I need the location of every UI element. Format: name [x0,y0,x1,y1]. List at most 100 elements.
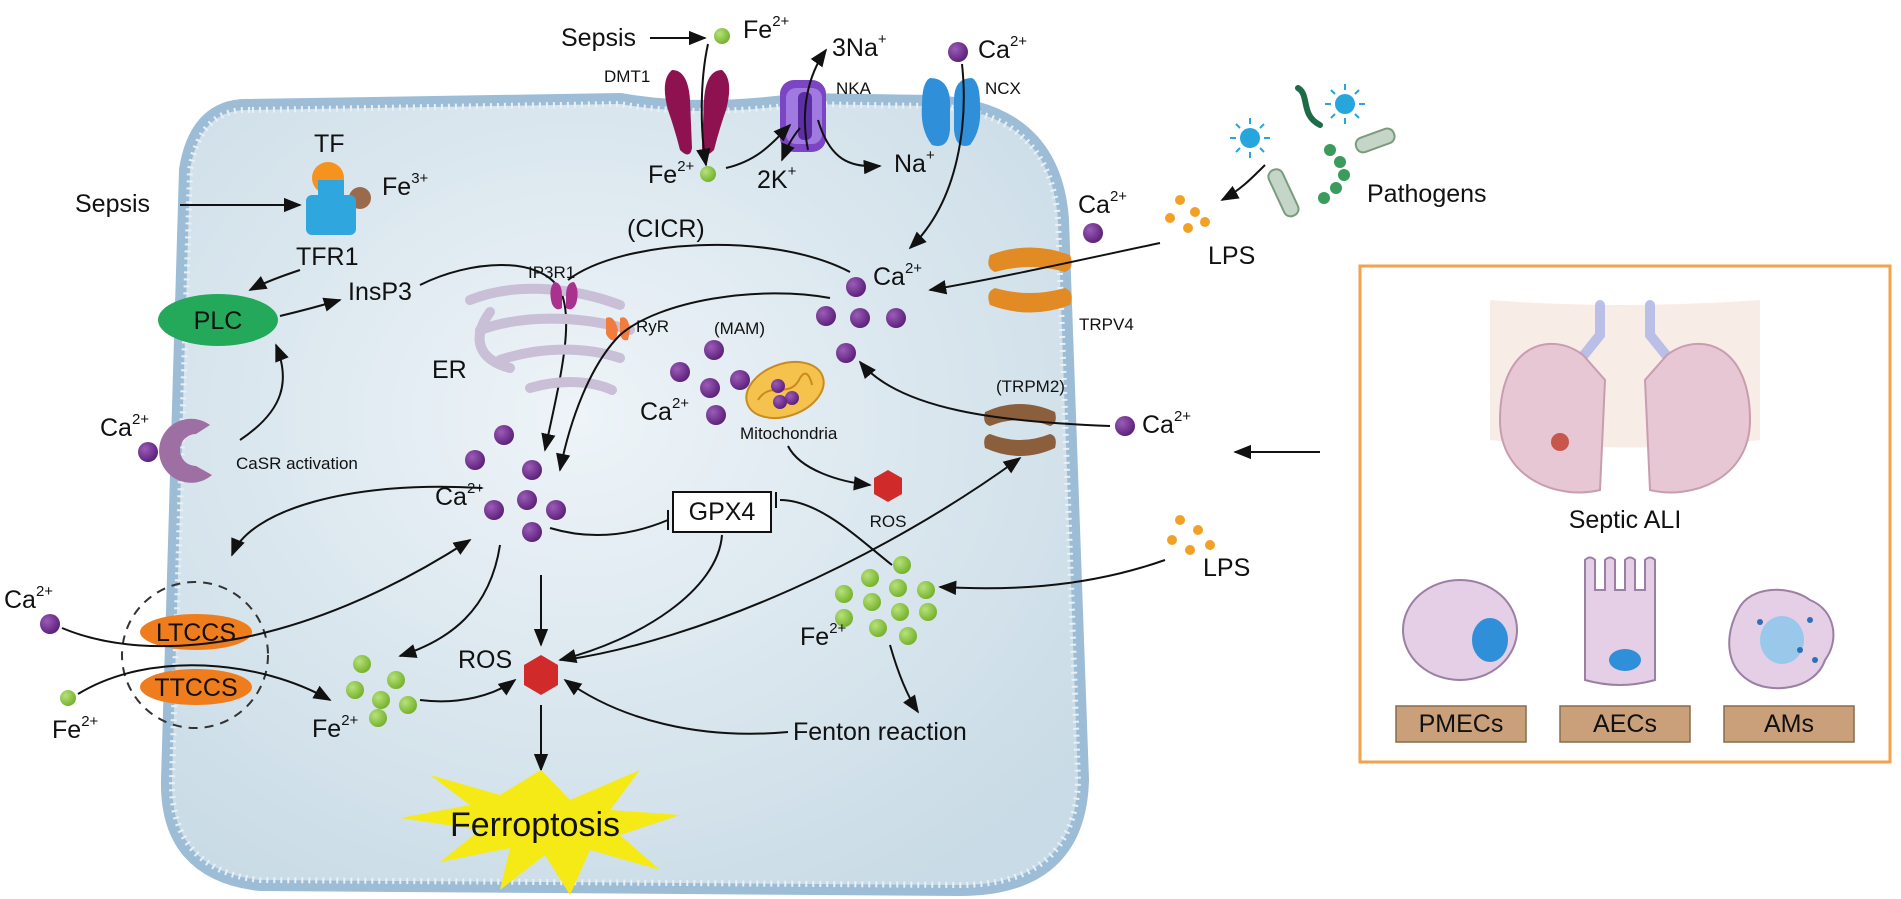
dmt1-label: DMT1 [604,67,650,86]
fe-pool-to-ros-arrow [419,678,517,703]
ferroptosis-label: Ferroptosis [450,806,620,844]
trpm2-channel [984,404,1056,456]
ros-center-icon [524,655,558,695]
fe-to-fenton-arrow [889,644,919,714]
ca-mam-label: Ca2+ [640,395,689,426]
gpx4-box [672,491,772,533]
cicr-arrow [567,243,851,281]
nka-pump [780,80,826,152]
insp3-label: InsP3 [348,278,412,306]
pathogens-to-lps-arrow [1220,164,1266,201]
septic-ali-title: Septic ALI [1569,506,1682,534]
ncx-label: NCX [985,79,1021,98]
tfr1-to-plc-arrow [248,269,301,291]
fenton-label: Fenton reaction [793,718,967,746]
iron-pool-left [346,655,417,727]
fe-left-label: Fe2+ [52,713,99,744]
ros-mito-label: ROS [870,512,907,531]
tfr1-label: TFR1 [296,243,359,271]
calcium-ion-dot [1115,416,1135,436]
fenton-to-ros-arrow [563,678,789,735]
ca-left-label: Ca2+ [4,583,53,614]
fe-inhibits-gpx4 [779,499,893,566]
ca-cytosol-label: Ca2+ [873,260,922,291]
pmecs-label: PMECs [1419,710,1504,738]
trpv4-label: TRPV4 [1079,315,1134,334]
cicr-label: (CICR) [627,215,705,243]
na-label: Na+ [894,147,935,178]
nka-na-in-arrow [817,119,882,175]
calcium-ion-dot [138,442,158,462]
pmecs-label-box [1395,705,1527,743]
three-na-label: 3Na+ [832,31,887,62]
ip3r1-label: IP3R1 [528,263,575,282]
ncx-exchanger [921,78,981,146]
ltccs-label: LTCCS [156,619,236,647]
ros-mito-icon [874,470,902,502]
gpx4-label: GPX4 [689,498,756,526]
endoplasmic-reticulum [465,283,635,395]
tf-label: TF [314,130,345,158]
ca-inhibits-gpx4 [549,519,669,536]
mam-label: (MAM) [714,319,765,338]
trpm2-label: (TRPM2) [996,377,1065,396]
fe3-label: Fe3+ [382,170,429,201]
iron-ion-dot [60,690,76,706]
casr-receptor [159,418,212,483]
ca-to-ltccs-arrow [231,485,483,557]
mito-to-ros-arrow [787,445,872,491]
ryr-channel [606,317,630,341]
trpm2-ca-arrow [858,360,1111,427]
cytosol-calcium-cluster [816,277,906,363]
lps-lower-label: LPS [1203,554,1250,582]
lps-upper [1165,195,1210,233]
er-label: ER [432,356,467,384]
trpv4-ca-arrow [928,242,1161,295]
ip3r1-channel [550,282,578,310]
mitochondria [745,360,825,420]
iron-pool-right [835,556,937,645]
nka-label: NKA [836,79,872,98]
ca-casr-label: Ca2+ [100,411,149,442]
ca-to-fe-pool-arrow [398,544,501,658]
ams-label: AMs [1764,710,1814,738]
ca-trpv4-label: Ca2+ [1078,188,1127,219]
aecs-label-box [1559,705,1691,743]
cell-body [160,93,1089,896]
dmt1-transporter [664,70,730,155]
calcium-ion-dot [40,614,60,634]
ltccs-ca-arrow [61,539,472,648]
ttccs-fe-arrow [77,664,332,701]
calcium-ion-dot [948,42,968,62]
calcium-ion-dot [1083,223,1103,243]
ams-label-box [1723,705,1855,743]
aec-cell [1584,556,1656,686]
plc-to-insp3-arrow [279,297,342,317]
casr-label: CaSR activation [236,454,358,473]
channel-region [121,581,269,729]
ros-to-trpm2-arrow [564,456,1022,661]
pmec-cell [1402,579,1518,681]
iron-ion-dot [700,166,716,182]
plc-enzyme [158,294,278,346]
fe-top-label: Fe2+ [743,13,790,44]
fe-right-label: Fe2+ [800,620,847,651]
ttccs-label: TTCCS [154,674,237,702]
pathogens-cluster [1230,84,1396,218]
pathogens-label: Pathogens [1367,180,1487,208]
ttccs-channel [140,669,252,705]
ferroptosis-burst [400,770,680,895]
ryr-release-arrow [556,292,831,472]
lps-upper-label: LPS [1208,242,1255,270]
ryr-label: RyR [636,317,669,336]
fe-dmt1-label: Fe2+ [648,158,695,189]
mitochondria-label: Mitochondria [740,424,838,443]
ca-trpm2-label: Ca2+ [1142,408,1191,439]
iron-ion-dot [714,28,730,44]
sepsis-top-label: Sepsis [561,24,636,52]
tfr1-receptor [306,162,371,235]
lps-to-fe-arrow [938,559,1166,595]
gpx4-to-ros-arrow [558,534,723,664]
plc-label: PLC [194,307,243,335]
ncx-import-arrow [908,63,965,250]
